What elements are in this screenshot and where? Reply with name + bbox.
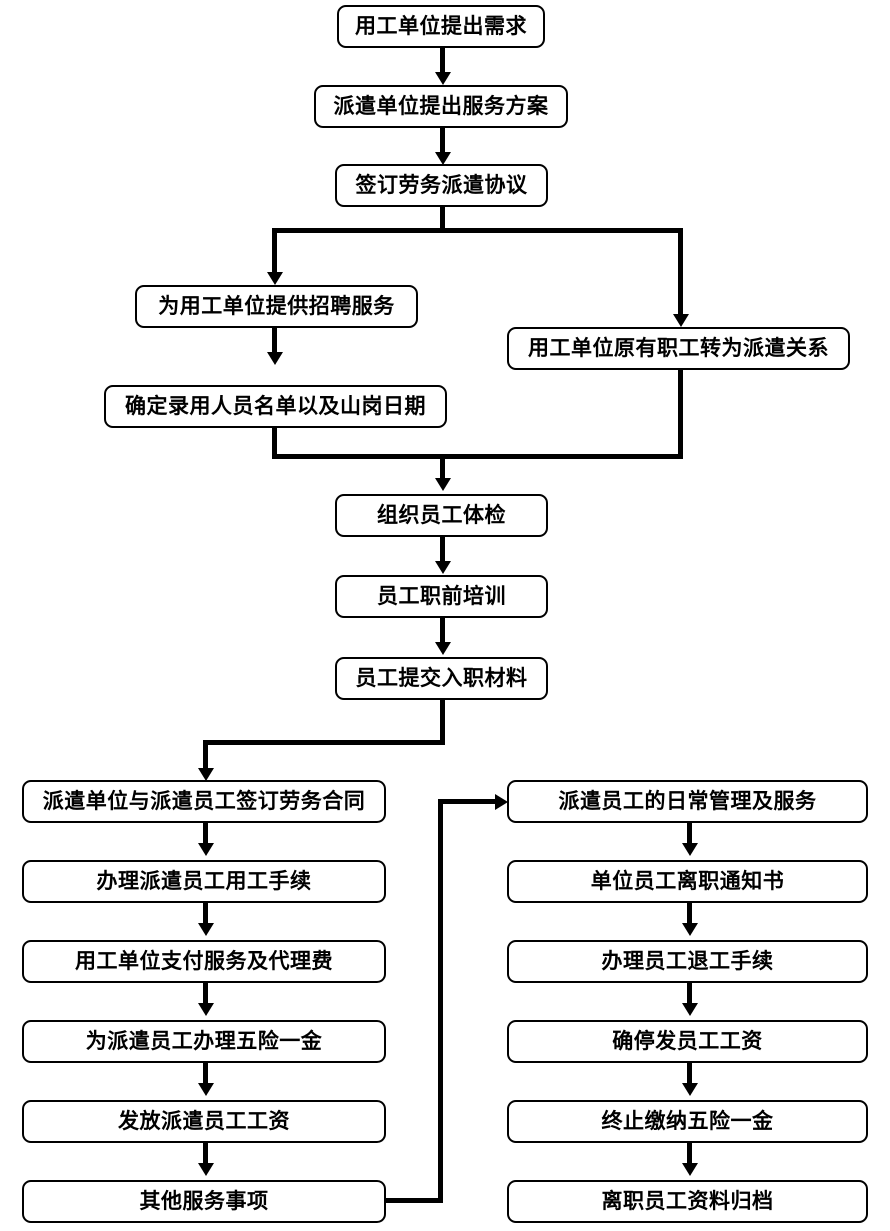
connector-n9-drop-to-n10	[203, 740, 208, 770]
arrowhead-n1-n2	[434, 72, 451, 85]
connector-split-left-drop	[272, 228, 277, 273]
node-label: 用工单位支付服务及代理费	[75, 949, 333, 973]
connector-n19-n20	[687, 1063, 692, 1087]
connector-split-bar-top	[272, 228, 683, 233]
node-organize-medical-exam[interactable]: 组织员工体检	[335, 494, 548, 537]
node-employer-pays-service-fee[interactable]: 用工单位支付服务及代理费	[22, 940, 386, 983]
node-label: 办理员工退工手续	[601, 949, 774, 973]
connector-n6-down	[678, 370, 683, 459]
node-label: 单位员工离职通知书	[590, 869, 785, 893]
node-label: 用工单位提出需求	[355, 14, 527, 38]
connector-n14-n15	[203, 1143, 208, 1167]
connector-n12-n13	[203, 983, 208, 1007]
connector-split-right-drop	[678, 228, 683, 315]
connector-n9-down	[440, 700, 445, 745]
connector-n2-n3	[440, 128, 445, 159]
node-label: 为用工单位提供招聘服务	[158, 294, 395, 318]
node-daily-management-service[interactable]: 派遣员工的日常管理及服务	[507, 780, 868, 823]
connector-merge-to-n7	[440, 454, 445, 485]
node-label: 签订劳务派遣协议	[355, 173, 528, 197]
node-employment-procedures[interactable]: 办理派遣员工用工手续	[22, 860, 386, 903]
node-pay-employee-salary[interactable]: 发放派遣员工工资	[22, 1100, 386, 1143]
node-handle-social-insurance[interactable]: 为派遣员工办理五险一金	[22, 1020, 386, 1063]
node-label: 组织员工体检	[377, 503, 506, 527]
node-label: 办理派遣员工用工手续	[96, 869, 312, 893]
arrowhead-n11-n12	[197, 923, 214, 936]
arrowhead-n3-n6	[672, 314, 689, 327]
connector-merge-bar	[272, 454, 683, 459]
connector-n9-left	[203, 740, 445, 745]
node-confirm-hire-list-and-start-date[interactable]: 确定录用人员名单以及山岗日期	[104, 385, 447, 428]
arrowhead-n14-n15	[197, 1163, 214, 1176]
arrowhead-n16-n17	[681, 843, 698, 856]
connector-n7-n8	[440, 537, 445, 568]
node-provide-recruitment-service[interactable]: 为用工单位提供招聘服务	[135, 285, 418, 328]
node-stop-salary-payment[interactable]: 确停发员工工资	[507, 1020, 868, 1063]
node-agency-proposes-plan[interactable]: 派遣单位提出服务方案	[314, 85, 568, 128]
arrowhead-n13-n14	[197, 1083, 214, 1096]
connector-n15-right	[385, 1198, 443, 1203]
connector-n3-down	[440, 207, 445, 233]
connector-n15-up	[438, 799, 443, 1201]
node-pre-job-training[interactable]: 员工职前培训	[335, 575, 548, 618]
connector-n18-n19	[687, 983, 692, 1007]
arrowhead-n8-n9	[434, 642, 451, 655]
arrowhead-n12-n13	[197, 1003, 214, 1016]
node-label: 离职员工资料归档	[601, 1189, 774, 1213]
node-archive-employee-records[interactable]: 离职员工资料归档	[507, 1180, 868, 1223]
arrowhead-n18-n19	[681, 1003, 698, 1016]
arrowhead-n9-n10	[197, 768, 214, 781]
node-label: 其他服务事项	[139, 1189, 269, 1213]
node-employer-submits-demand[interactable]: 用工单位提出需求	[337, 5, 545, 48]
node-stop-social-insurance[interactable]: 终止缴纳五险一金	[507, 1100, 868, 1143]
connector-n4-n5	[272, 328, 277, 359]
arrowhead-n19-n20	[681, 1083, 698, 1096]
connector-n20-n21	[687, 1143, 692, 1167]
node-sign-labor-contract[interactable]: 派遣单位与派遣员工签订劳务合同	[22, 780, 386, 823]
node-label: 派遣单位与派遣员工签订劳务合同	[42, 789, 366, 813]
arrowhead-n20-n21	[681, 1163, 698, 1176]
arrowhead-n4-n5	[266, 352, 283, 365]
node-other-services[interactable]: 其他服务事项	[22, 1180, 386, 1223]
node-label: 派遣单位提出服务方案	[333, 94, 549, 118]
node-termination-procedures[interactable]: 办理员工退工手续	[507, 940, 868, 983]
node-label: 终止缴纳五险一金	[601, 1109, 774, 1133]
node-submit-onboarding-materials[interactable]: 员工提交入职材料	[335, 657, 548, 700]
connector-n10-n11	[203, 823, 208, 847]
arrowhead-n7-n8	[434, 561, 451, 574]
node-existing-staff-converted[interactable]: 用工单位原有职工转为派遣关系	[507, 327, 850, 370]
arrowhead-n15-n16	[495, 793, 508, 810]
arrowhead-n10-n11	[197, 843, 214, 856]
arrowhead-merge-n7	[434, 478, 451, 491]
arrowhead-n2-n3	[434, 152, 451, 165]
node-label: 确定录用人员名单以及山岗日期	[125, 394, 426, 418]
arrowhead-n3-n4	[266, 272, 283, 285]
node-label: 员工职前培训	[377, 584, 506, 608]
node-label: 确停发员工工资	[612, 1029, 763, 1053]
connector-n17-n18	[687, 903, 692, 927]
node-label: 为派遣员工办理五险一金	[85, 1029, 323, 1053]
node-label: 发放派遣员工工资	[118, 1109, 290, 1133]
connector-n1-n2	[440, 48, 445, 79]
connector-n8-n9	[440, 618, 445, 649]
arrowhead-n17-n18	[681, 923, 698, 936]
node-resignation-notice[interactable]: 单位员工离职通知书	[507, 860, 868, 903]
connector-n11-n12	[203, 903, 208, 927]
node-label: 派遣员工的日常管理及服务	[558, 789, 817, 813]
connector-into-n16	[438, 799, 498, 804]
node-label: 用工单位原有职工转为派遣关系	[528, 336, 829, 360]
node-label: 员工提交入职材料	[355, 666, 528, 690]
node-sign-dispatch-agreement[interactable]: 签订劳务派遣协议	[335, 164, 548, 207]
connector-n16-n17	[687, 823, 692, 847]
connector-n13-n14	[203, 1063, 208, 1087]
connector-n5-down	[272, 428, 277, 459]
